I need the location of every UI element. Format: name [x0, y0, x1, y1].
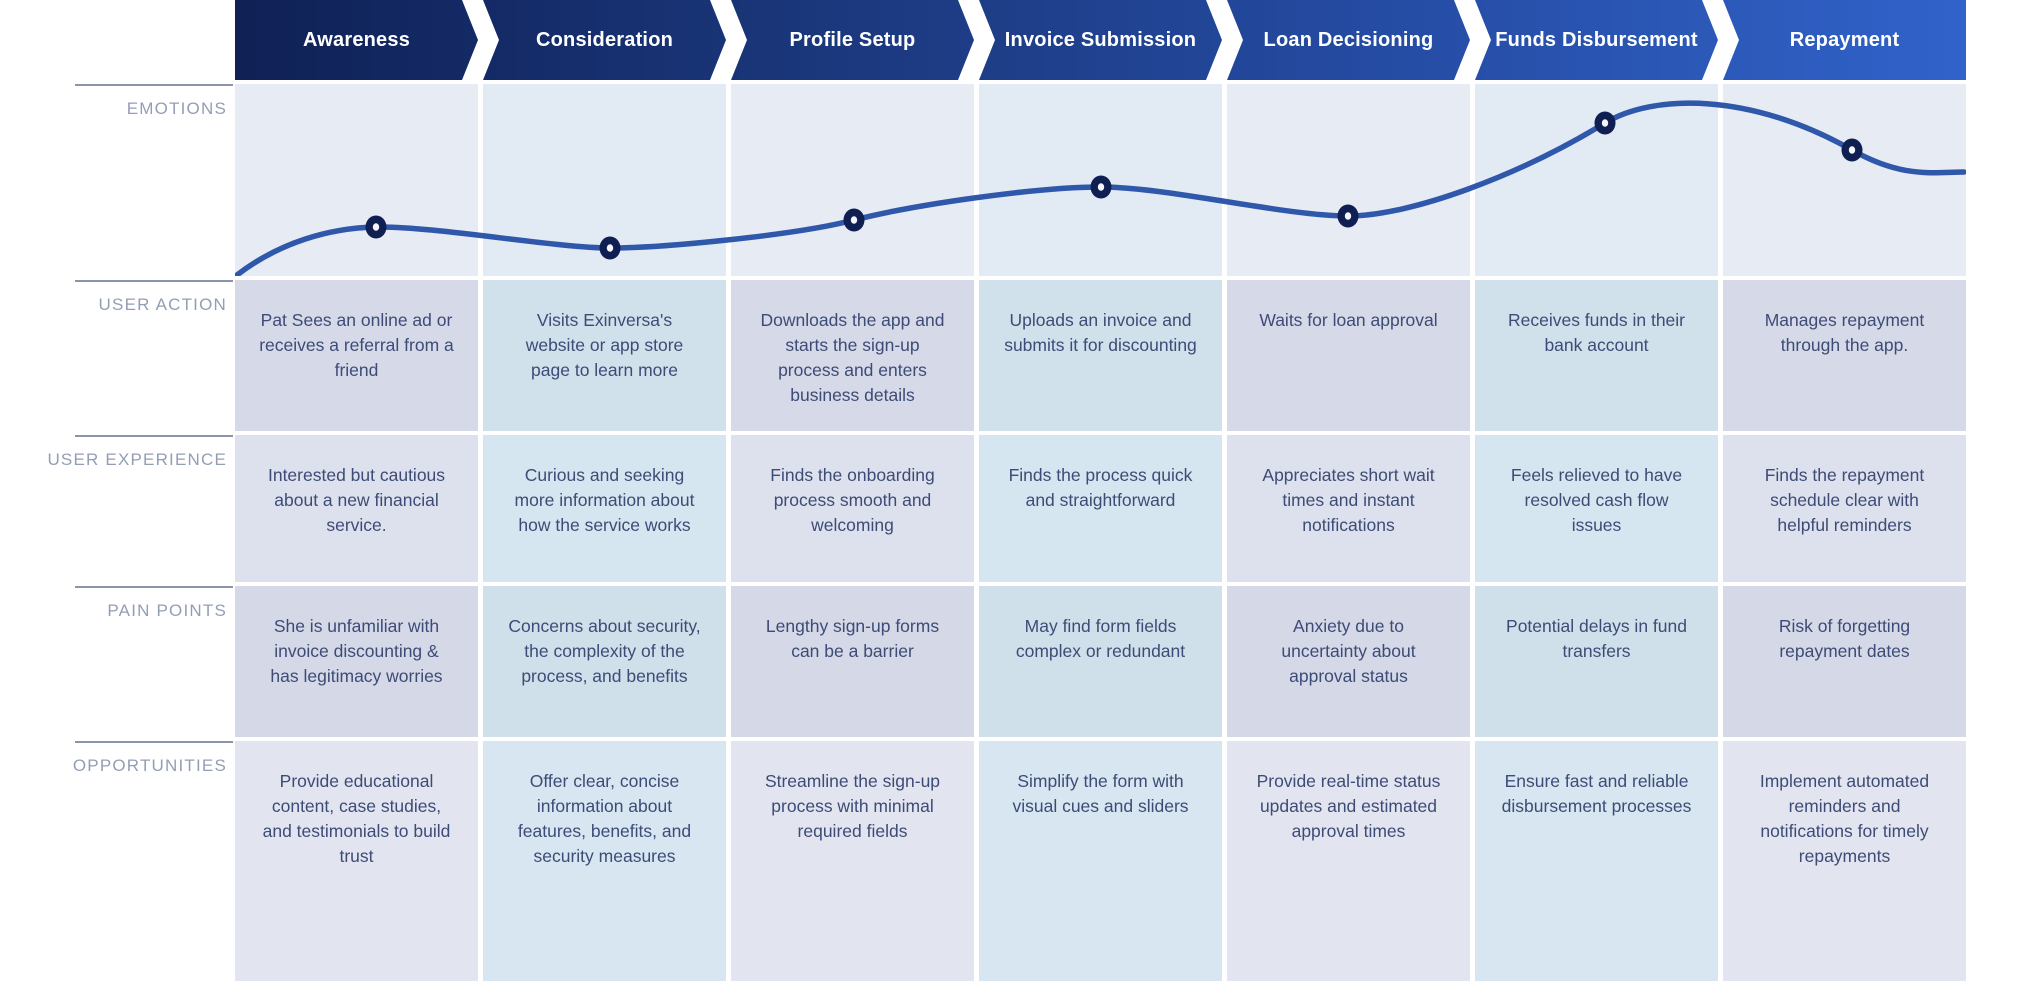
- stage-header-consideration: Consideration: [483, 0, 726, 80]
- opportunities-cell: Provide real-time status updates and est…: [1227, 741, 1470, 981]
- row-label-opportunities: OPPORTUNITIES: [0, 741, 233, 776]
- opportunities-row: Provide educational content, case studie…: [235, 741, 1966, 981]
- opportunities-cell: Provide educational content, case studie…: [235, 741, 478, 981]
- user-experience-cell: Appreciates short wait times and instant…: [1227, 435, 1470, 582]
- pain-points-row: She is unfamiliar with invoice discounti…: [235, 586, 1966, 737]
- emotions-cell: [483, 84, 726, 276]
- user-experience-cell: Finds the repayment schedule clear with …: [1723, 435, 1966, 582]
- stage-header-loan-decisioning: Loan Decisioning: [1227, 0, 1470, 80]
- opportunities-cell: Streamline the sign-up process with mini…: [731, 741, 974, 981]
- pain-points-cell: Lengthy sign-up forms can be a barrier: [731, 586, 974, 737]
- user-action-cell: Waits for loan approval: [1227, 280, 1470, 431]
- emotions-cell: [1227, 84, 1470, 276]
- emotions-cell: [235, 84, 478, 276]
- row-divider-line: [75, 84, 233, 86]
- user-action-row: Pat Sees an online ad or receives a refe…: [235, 280, 1966, 431]
- user-experience-cell: Feels relieved to have resolved cash flo…: [1475, 435, 1718, 582]
- row-label-user-experience: USER EXPERIENCE: [0, 435, 233, 470]
- row-label-pain-points: PAIN POINTS: [0, 586, 233, 621]
- row-divider-line: [75, 741, 233, 743]
- row-label-text: PAIN POINTS: [107, 601, 227, 620]
- row-label-user-action: USER ACTION: [0, 280, 233, 315]
- emotions-cell: [1723, 84, 1966, 276]
- user-experience-cell: Curious and seeking more information abo…: [483, 435, 726, 582]
- user-action-cell: Uploads an invoice and submits it for di…: [979, 280, 1222, 431]
- stage-header-awareness: Awareness: [235, 0, 478, 80]
- opportunities-cell: Ensure fast and reliable disbursement pr…: [1475, 741, 1718, 981]
- emotions-band-columns: [235, 84, 1966, 276]
- user-action-cell: Receives funds in their bank account: [1475, 280, 1718, 431]
- stage-header-repayment: Repayment: [1723, 0, 1966, 80]
- pain-points-cell: Potential delays in fund transfers: [1475, 586, 1718, 737]
- opportunities-cell: Implement automated reminders and notifi…: [1723, 741, 1966, 981]
- opportunities-cell: Simplify the form with visual cues and s…: [979, 741, 1222, 981]
- emotions-band: [235, 84, 1966, 276]
- user-experience-row: Interested but cautious about a new fina…: [235, 435, 1966, 582]
- pain-points-cell: May find form fields complex or redundan…: [979, 586, 1222, 737]
- emotions-cell: [1475, 84, 1718, 276]
- row-label-text: OPPORTUNITIES: [72, 756, 227, 775]
- user-action-cell: Manages repayment through the app.: [1723, 280, 1966, 431]
- row-divider-line: [75, 280, 233, 282]
- row-divider-line: [75, 586, 233, 588]
- user-action-cell: Visits Exinversa's website or app store …: [483, 280, 726, 431]
- pain-points-cell: Concerns about security, the complexity …: [483, 586, 726, 737]
- opportunities-cell: Offer clear, concise information about f…: [483, 741, 726, 981]
- stage-header-profile-setup: Profile Setup: [731, 0, 974, 80]
- stage-header-invoice-submission: Invoice Submission: [979, 0, 1222, 80]
- user-experience-cell: Finds the process quick and straightforw…: [979, 435, 1222, 582]
- pain-points-cell: She is unfamiliar with invoice discounti…: [235, 586, 478, 737]
- row-label-text: USER ACTION: [98, 295, 227, 314]
- row-label-text: USER EXPERIENCE: [47, 450, 227, 469]
- pain-points-cell: Risk of forgetting repayment dates: [1723, 586, 1966, 737]
- user-action-cell: Downloads the app and starts the sign-up…: [731, 280, 974, 431]
- emotions-cell: [979, 84, 1222, 276]
- pain-points-cell: Anxiety due to uncertainty about approva…: [1227, 586, 1470, 737]
- user-experience-cell: Finds the onboarding process smooth and …: [731, 435, 974, 582]
- row-divider-line: [75, 435, 233, 437]
- row-label-emotions: EMOTIONS: [0, 84, 233, 119]
- stage-header-funds-disbursement: Funds Disbursement: [1475, 0, 1718, 80]
- user-experience-cell: Interested but cautious about a new fina…: [235, 435, 478, 582]
- row-label-text: EMOTIONS: [126, 99, 227, 118]
- emotions-cell: [731, 84, 974, 276]
- stage-header-row: Awareness Consideration Profile Setup In…: [235, 0, 1966, 80]
- user-action-cell: Pat Sees an online ad or receives a refe…: [235, 280, 478, 431]
